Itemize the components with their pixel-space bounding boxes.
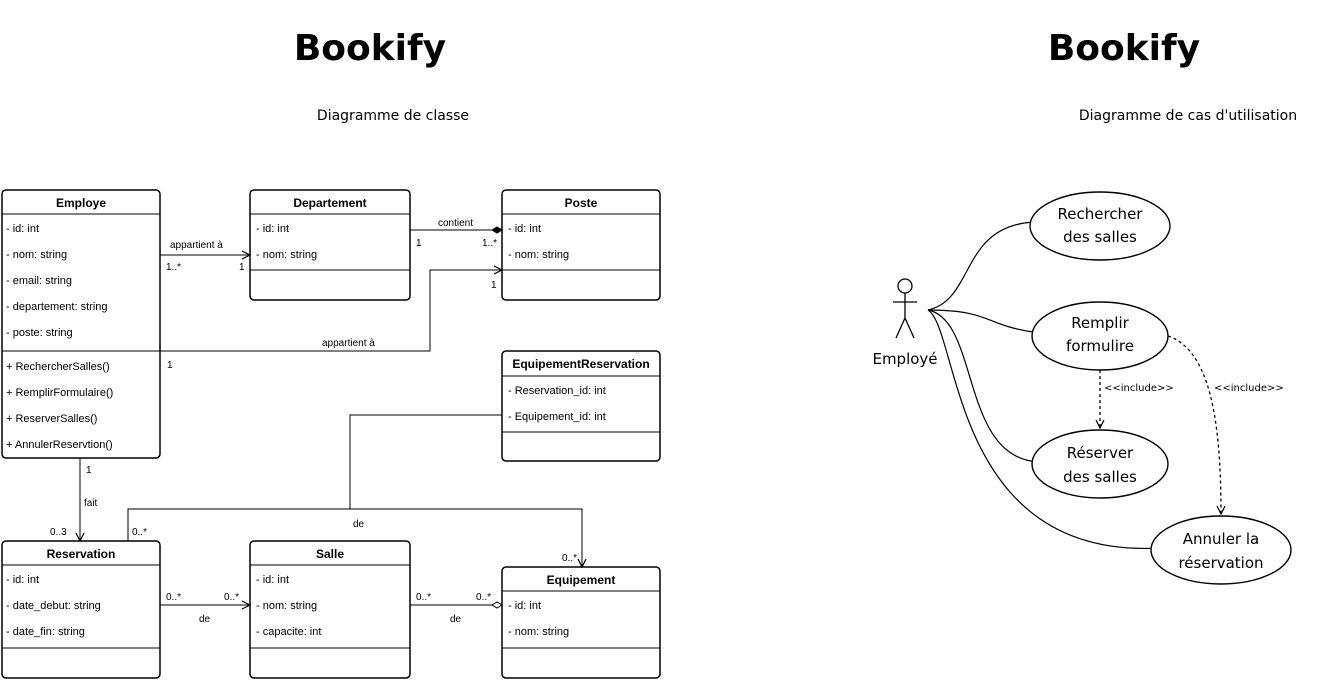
class-poste[interactable]: Poste - id: int - nom: string — [501, 189, 661, 301]
class-equipement-name: Equipement — [547, 573, 616, 587]
class-equipement-attr: - nom: string — [508, 626, 569, 638]
class-reservation-attr: - date_debut: string — [6, 600, 101, 612]
class-employe-attr: - poste: string — [6, 327, 73, 339]
assoc-reservation-equipement: de 0..* 0..* — [127, 414, 582, 567]
actor-employe[interactable]: Employé — [872, 278, 938, 368]
class-equipement-reservation[interactable]: EquipementReservation - Reservation_id: … — [501, 350, 661, 462]
class-equipement-reservation-name: EquipementReservation — [512, 357, 649, 371]
class-equipement[interactable]: Equipement - id: int - nom: string — [501, 566, 661, 679]
class-equipement-reservation-attr: - Reservation_id: int — [508, 385, 606, 397]
include-label: <<include>> — [1214, 383, 1284, 394]
class-employe-name: Employe — [56, 196, 106, 210]
class-salle-name: Salle — [316, 547, 344, 561]
assoc-label: appartient à — [322, 338, 375, 349]
class-employe-method: + RechercherSalles() — [6, 361, 110, 373]
use-case-remplir[interactable]: Remplir formulire — [1031, 301, 1169, 371]
multiplicity: 0..* — [416, 592, 431, 603]
class-diagram-title: Bookify — [294, 28, 446, 69]
assoc-employe-reservation: 1 fait 0..3 — [50, 458, 98, 541]
class-departement-name: Departement — [293, 196, 366, 210]
multiplicity: 0..* — [224, 592, 239, 603]
assoc-employe-departement: appartient à 1..* 1 — [160, 240, 250, 273]
multiplicity: 0..* — [562, 553, 577, 564]
use-case-remplir-line1: Remplir — [1071, 314, 1129, 332]
use-case-title: Bookify — [1048, 28, 1200, 69]
multiplicity: 0..* — [476, 592, 491, 603]
class-equipement-reservation-attr: - Equipement_id: int — [508, 411, 606, 423]
class-departement[interactable]: Departement - id: int - nom: string — [249, 189, 411, 301]
class-salle-attr: - id: int — [256, 574, 289, 586]
actor-head-icon — [897, 278, 913, 294]
use-case-rechercher-line2: des salles — [1063, 228, 1137, 246]
multiplicity: 1..* — [166, 262, 181, 273]
use-case-annuler[interactable]: Annuler la réservation — [1150, 515, 1292, 585]
class-employe-method: + RemplirFormulaire() — [6, 387, 113, 399]
class-employe-attr: - id: int — [6, 223, 39, 235]
use-case-reserver-line2: des salles — [1063, 468, 1137, 486]
use-case-annuler-line1: Annuler la — [1183, 530, 1259, 548]
multiplicity: 0..3 — [50, 527, 67, 538]
class-reservation[interactable]: Reservation - id: int - date_debut: stri… — [1, 540, 161, 679]
class-salle-attr: - nom: string — [256, 600, 317, 612]
assoc-departement-poste: contient 1 1..* — [410, 218, 503, 249]
include-label: <<include>> — [1104, 383, 1174, 394]
use-case-reserver[interactable]: Réserver des salles — [1031, 429, 1169, 499]
multiplicity: 0..* — [132, 527, 147, 538]
assoc-label: de — [450, 614, 462, 625]
class-employe-method: + AnnulerReservtion() — [6, 439, 113, 451]
include-remplir-reserver: <<include>> — [1100, 370, 1174, 428]
include-remplir-annuler: <<include>> — [1167, 335, 1284, 514]
class-poste-attr: - id: int — [508, 223, 541, 235]
assoc-reservation-salle: de 0..* 0..* — [160, 592, 250, 625]
use-case-subtitle: Diagramme de cas d'utilisation — [1079, 108, 1297, 124]
multiplicity: 1 — [491, 280, 497, 291]
assoc-label: contient — [438, 218, 473, 229]
class-diagram-subtitle: Diagramme de classe — [317, 108, 469, 124]
use-case-reserver-line1: Réserver — [1067, 444, 1134, 462]
class-equipement-attr: - id: int — [508, 600, 541, 612]
class-salle-attr: - capacite: int — [256, 626, 321, 638]
multiplicity: 1..* — [482, 238, 497, 249]
assoc-label: appartient à — [170, 240, 223, 251]
class-employe[interactable]: Employe - id: int - nom: string - email:… — [1, 189, 161, 459]
class-employe-attr: - departement: string — [6, 301, 108, 313]
class-reservation-name: Reservation — [47, 547, 116, 561]
assoc-label: de — [199, 614, 211, 625]
class-departement-attr: - id: int — [256, 223, 289, 235]
class-reservation-attr: - date_fin: string — [6, 626, 85, 638]
uc-associations — [927, 221, 1161, 549]
class-employe-attr: - nom: string — [6, 249, 67, 261]
multiplicity: 1 — [167, 360, 173, 371]
assoc-label: de — [353, 519, 365, 530]
use-case-annuler-line2: réservation — [1178, 554, 1263, 572]
use-case-rechercher-line1: Rechercher — [1058, 205, 1144, 223]
class-departement-attr: - nom: string — [256, 249, 317, 261]
multiplicity: 1 — [239, 262, 245, 273]
class-employe-attr: - email: string — [6, 275, 72, 287]
multiplicity: 0..* — [166, 592, 181, 603]
assoc-label: fait — [84, 498, 98, 509]
multiplicity: 1 — [86, 465, 92, 476]
use-case-remplir-line2: formulire — [1066, 337, 1134, 355]
class-poste-name: Poste — [565, 196, 598, 210]
multiplicity: 1 — [416, 238, 422, 249]
class-employe-method: + ReserverSalles() — [6, 413, 97, 425]
class-poste-attr: - nom: string — [508, 249, 569, 261]
class-salle[interactable]: Salle - id: int - nom: string - capacite… — [249, 540, 411, 679]
assoc-employe-poste: appartient à 1 1 — [160, 270, 502, 371]
actor-label: Employé — [872, 350, 937, 368]
use-case-rechercher[interactable]: Rechercher des salles — [1029, 191, 1171, 261]
class-reservation-attr: - id: int — [6, 574, 39, 586]
assoc-salle-equipement: de 0..* 0..* — [410, 592, 503, 625]
